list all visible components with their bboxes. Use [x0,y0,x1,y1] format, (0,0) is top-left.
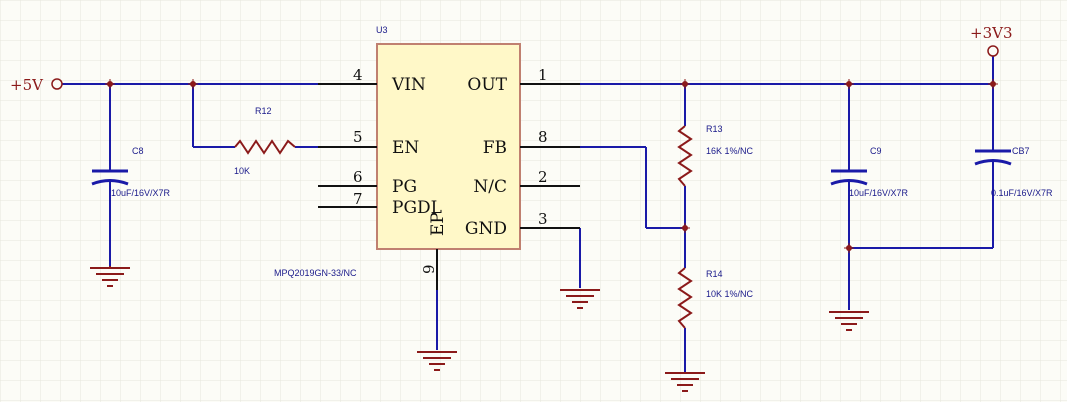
cb7-value: 0.1uF/16V/X7R [991,188,1053,198]
r14-value: 10K 1%/NC [706,289,754,299]
r14-designator: R14 [706,269,723,279]
ground-symbol-gnd-pin [560,289,600,309]
u3-pin-lines [318,83,580,290]
r13-value: 16K 1%/NC [706,146,754,156]
u3-pin-num-ep: 9 [420,264,438,274]
r13-resistor[interactable] [677,125,693,187]
u3-pin-num-en: 5 [353,128,363,146]
junction-crosses [105,79,998,253]
u3-pin-num-pgdl: 7 [353,190,363,208]
power-port-5v[interactable] [51,78,63,90]
power-port-3v3[interactable] [987,45,999,57]
c8-value: 10uF/16V/X7R [111,188,171,198]
wires [62,56,994,372]
u3-pin-name-vin: VIN [391,75,426,95]
c9-capacitor[interactable] [830,169,868,186]
r13-designator: R13 [706,124,723,134]
c9-value: 10uF/16V/X7R [849,188,909,198]
u3-pin-name-pg: PG [392,177,417,197]
u3-pin-name-gnd: GND [465,219,507,239]
u3-part-number: MPQ2019GN-33/NC [274,268,357,278]
u3-pin-num-out: 1 [538,66,548,84]
u3-pin-num-pg: 6 [353,168,363,186]
r12-designator: R12 [255,106,272,116]
r12-value: 10K [234,166,250,176]
r12-resistor[interactable] [234,139,296,155]
ground-symbol-c9 [829,311,869,331]
r14-resistor[interactable] [677,267,693,329]
net-label-3v3: +3V3 [970,24,1013,42]
u3-pin-num-vin: 4 [353,66,363,84]
ground-symbol-c8 [90,266,130,287]
net-label-5v: +5V [10,76,44,94]
c8-capacitor[interactable] [91,169,129,186]
c8-designator: C8 [132,146,144,156]
u3-pin-name-nc: N/C [473,177,507,197]
u3-pin-name-out: OUT [467,75,507,95]
c9-designator: C9 [870,146,882,156]
u3-pin-num-fb: 8 [538,128,548,146]
cb7-designator: CB7 [1012,146,1030,156]
u3-pin-num-nc: 2 [538,168,548,186]
cb7-capacitor[interactable] [974,149,1012,166]
u3-pin-name-en: EN [392,138,419,158]
u3-pin-num-gnd: 3 [538,210,548,228]
u3-pin-name-pgdl: PGDL [392,198,442,218]
u3-designator: U3 [376,25,388,35]
ground-symbol-ep [417,351,457,371]
ground-symbol-r14 [665,372,705,392]
u3-pin-name-ep: EP [428,212,448,236]
u3-pin-name-fb: FB [483,138,507,158]
